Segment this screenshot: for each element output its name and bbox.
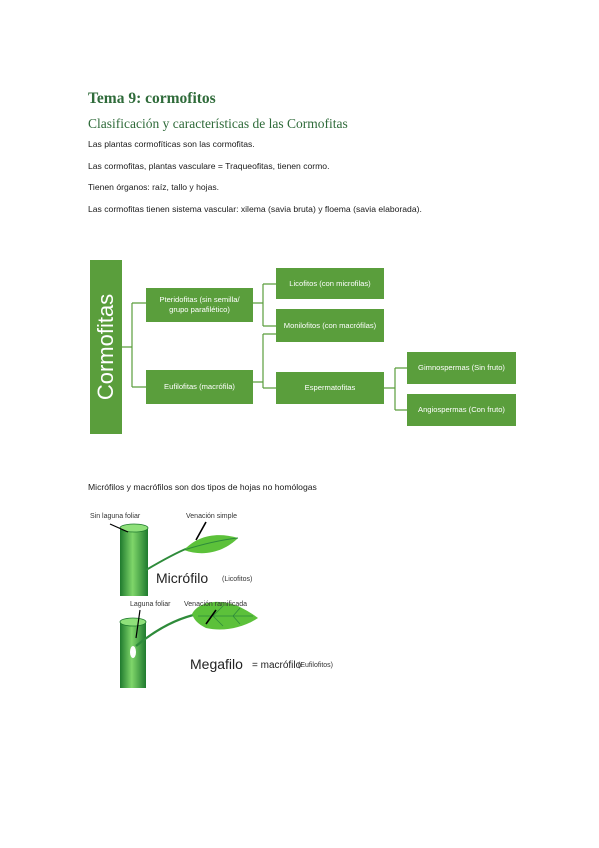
leaf-illustration: Sin laguna foliar Venación simple Micróf… [88,510,348,690]
diagram-node-licofitos: Licofitos (con microfilas) [276,268,384,299]
label-microfilo: Micrófilo [156,570,209,586]
label-megafilo: Megafilo [190,656,243,672]
diagram-node-monilofitos: Monilofitos (con macrófilas) [276,309,384,342]
paragraph: Tienen órganos: raíz, tallo y hojas. [88,182,220,192]
diagram-root-cormofitas: Cormofitas [90,260,122,434]
diagram-node-gimnospermas: Gimnospermas (Sin fruto) [407,352,516,384]
paragraph: Las plantas cormofíticas son las cormofi… [88,139,255,149]
diagram-node-espermatofitas: Espermatofitas [276,372,384,404]
label-macrofilo: = macrófilo [252,660,302,671]
section-title: Clasificación y características de las C… [88,116,348,131]
label-sin-laguna: Sin laguna foliar [90,513,141,520]
paragraph: Las cormofitas, plantas vasculare = Traq… [88,161,330,171]
paragraph: Las cormofitas tienen sistema vascular: … [88,204,422,214]
diagram-node-angiospermas: Angiospermas (Con fruto) [407,394,516,426]
label-venacion-ramificada: Venación ramificada [184,601,248,608]
label-venacion-simple: Venación simple [186,513,237,520]
label-eufilofitos: (Eufilofitos) [298,662,334,669]
leaves-caption: Micrófilos y macrófilos son dos tipos de… [88,482,317,492]
page-title: Tema 9: cormofitos [88,90,216,107]
leaf-drawing [109,521,258,688]
label-licofitos: (Licofitos) [222,576,253,583]
diagram-node-pteridofitas: Pteridofitas (sin semilla/ grupo parafil… [146,288,253,322]
diagram-node-eufilofitas: Eufilofitas (macrófila) [146,370,253,404]
label-laguna-foliar: Laguna foliar [130,601,171,608]
